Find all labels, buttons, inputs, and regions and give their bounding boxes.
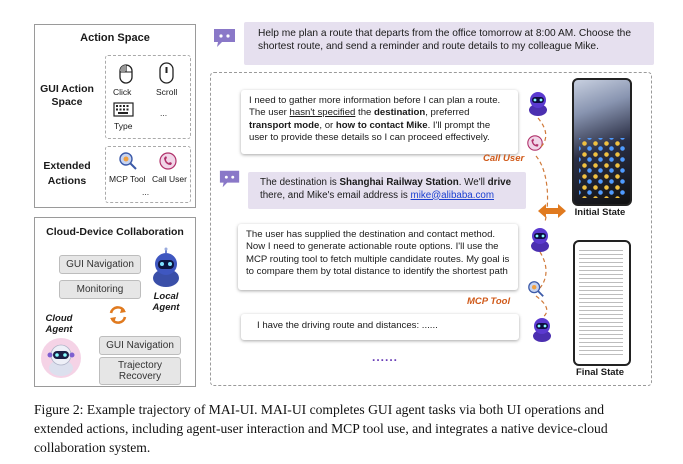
call-user-action-icon	[527, 135, 543, 151]
scroll-icon	[159, 62, 174, 84]
gui-ellipsis: ...	[160, 108, 168, 118]
sync-arrows-icon	[109, 306, 127, 324]
agent-robot-icon-1	[529, 92, 547, 116]
final-state-phone	[573, 240, 631, 366]
extended-actions-label: Extended Actions	[43, 160, 91, 187]
mcp-tool-label: MCP Tool	[109, 174, 146, 184]
click-icon	[119, 64, 133, 84]
gui-actions-box: Click Scroll Type ...	[105, 55, 191, 139]
gui-action-space-label: GUI Action Space	[40, 83, 94, 108]
email-link[interactable]: mike@alibaba.com	[410, 189, 494, 201]
final-state-label: Final State	[575, 367, 625, 378]
trajectory-region	[210, 72, 652, 386]
user-chat-icon	[214, 29, 235, 47]
initial-state-phone	[572, 78, 632, 206]
mcp-tool-tag: MCP Tool	[467, 296, 511, 307]
gui-navigation-pill: GUI Navigation	[59, 255, 141, 274]
double-arrow-icon	[538, 204, 566, 218]
click-label: Click	[113, 87, 132, 97]
continuation-dots: ......	[372, 350, 399, 364]
gui-navigation-pill-cloud: GUI Navigation	[99, 336, 181, 355]
local-agent-label: Local Agent	[152, 291, 180, 313]
cloud-agent-icon	[41, 338, 81, 378]
initial-state-label: Initial State	[574, 207, 626, 218]
collaboration-title: Cloud-Device Collaboration	[46, 226, 184, 238]
call-user-icon	[159, 152, 177, 170]
agent-reasoning-1: I need to gather more information before…	[241, 90, 518, 154]
extended-actions-box: MCP Tool Call User ...	[105, 146, 191, 203]
extended-ellipsis: ...	[142, 187, 150, 197]
local-agent-icon	[153, 247, 179, 287]
email-content-lines	[579, 250, 623, 358]
collaboration-panel: Cloud-Device Collaboration GUI Navigatio…	[34, 217, 196, 387]
monitoring-pill: Monitoring	[59, 280, 141, 299]
cloud-agent-label: Cloud Agent	[45, 313, 73, 335]
figure-caption: Figure 2: Example trajectory of MAI-UI. …	[34, 402, 608, 455]
agent-reasoning-3: I have the driving route and distances: …	[241, 314, 519, 340]
home-app-grid	[579, 138, 625, 198]
action-space-panel: Action Space GUI Action Space Click Scro…	[34, 24, 196, 208]
mcp-tool-action-icon	[528, 281, 544, 297]
agent-robot-icon-2	[531, 228, 549, 252]
type-icon	[113, 102, 134, 117]
scroll-label: Scroll	[156, 87, 178, 97]
user-message-initial: Help me plan a route that departs from t…	[244, 22, 654, 65]
agent-reasoning-2: The user has supplied the destination an…	[238, 224, 518, 290]
type-label: Type	[114, 121, 133, 131]
agent-robot-icon-3	[533, 318, 551, 342]
mcp-tool-icon	[119, 152, 137, 170]
action-space-title: Action Space	[80, 32, 150, 44]
trajectory-recovery-pill: Trajectory Recovery	[99, 357, 181, 385]
call-user-tag: Call User	[483, 153, 525, 164]
call-user-label: Call User	[152, 174, 187, 184]
user-message-details: The destination is Shanghai Railway Stat…	[248, 172, 526, 209]
user-chat-icon-2	[219, 170, 240, 188]
